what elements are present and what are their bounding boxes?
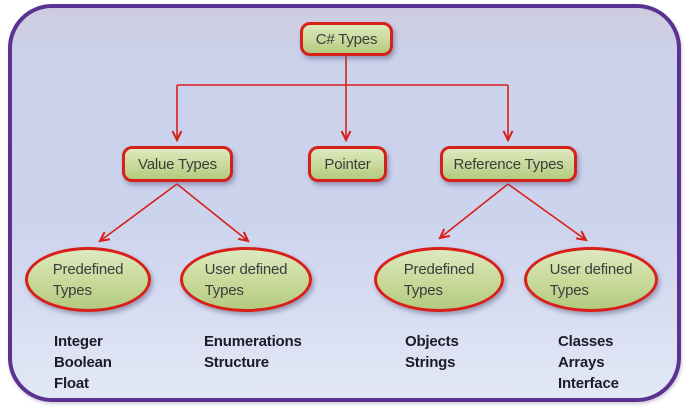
- node-value-types-label: Value Types: [138, 155, 217, 173]
- list-item: Integer: [54, 333, 103, 350]
- node-ref-predefined-label: Predefined Types: [403, 260, 475, 299]
- list-value-userdefined-examples: Enumerations Structure: [204, 331, 302, 373]
- node-csharp-types: C# Types: [300, 22, 393, 56]
- node-reference-types-label: Reference Types: [453, 155, 564, 173]
- node-ref-userdefined-types: User defined Types: [524, 247, 658, 312]
- node-value-types: Value Types: [122, 146, 233, 182]
- node-ref-predefined-types: Predefined Types: [374, 247, 504, 312]
- list-item: Structure: [204, 354, 269, 371]
- node-value-userdefined-types: User defined Types: [180, 247, 312, 312]
- list-item: Strings: [405, 354, 456, 371]
- list-item: Float: [54, 375, 89, 392]
- list-item: Enumerations: [204, 333, 302, 350]
- node-value-predefined-label: Predefined Types: [52, 260, 124, 299]
- node-pointer: Pointer: [308, 146, 387, 182]
- node-value-predefined-types: Predefined Types: [25, 247, 151, 312]
- list-item: Interface: [558, 375, 619, 392]
- list-item: Boolean: [54, 354, 112, 371]
- node-ref-userdefined-label: User defined Types: [549, 260, 633, 299]
- node-pointer-label: Pointer: [324, 155, 371, 173]
- list-ref-predefined-examples: Objects Strings: [405, 331, 459, 373]
- list-ref-userdefined-examples: Classes Arrays Interface: [558, 331, 619, 394]
- list-item: Arrays: [558, 354, 605, 371]
- node-csharp-types-label: C# Types: [315, 30, 378, 48]
- list-item: Classes: [558, 333, 614, 350]
- list-item: Objects: [405, 333, 459, 350]
- node-reference-types: Reference Types: [440, 146, 577, 182]
- node-value-userdefined-label: User defined Types: [204, 260, 288, 299]
- list-value-predefined-examples: Integer Boolean Float: [54, 331, 112, 394]
